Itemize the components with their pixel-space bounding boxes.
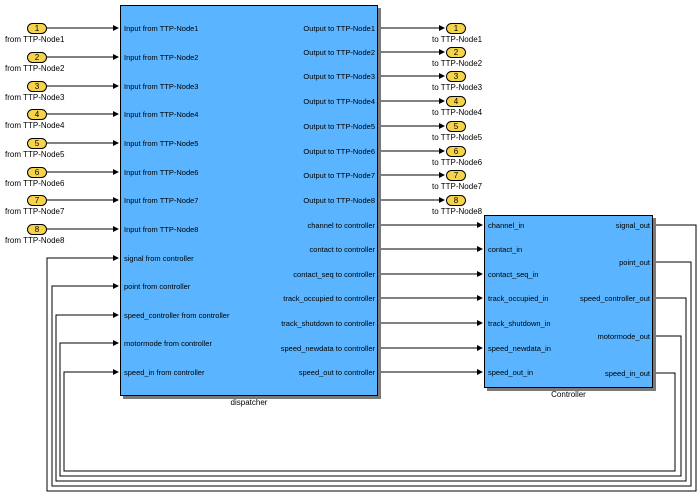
inport-block[interactable]: 7 — [27, 195, 47, 206]
outport-block[interactable]: 5 — [446, 121, 466, 132]
dispatcher-input-label: Input from TTP-Node7 — [124, 196, 199, 205]
outport-label: to TTP-Node7 — [432, 182, 483, 191]
inport-label: from TTP-Node1 — [5, 35, 65, 44]
dispatcher-output-label: contact_seq to controller — [293, 270, 375, 279]
outport-label: to TTP-Node2 — [432, 59, 483, 68]
dispatcher-input-label: Input from TTP-Node8 — [124, 225, 199, 234]
dispatcher-block[interactable] — [120, 5, 378, 396]
dispatcher-input-label: speed_in from controller — [124, 368, 205, 377]
dispatcher-output-label: channel to controller — [307, 221, 375, 230]
outport-label: to TTP-Node3 — [432, 83, 483, 92]
dispatcher-input-label: speed_controller from controller — [124, 311, 230, 320]
inport-label: from TTP-Node3 — [5, 93, 65, 102]
controller-input-label: channel_in — [488, 221, 525, 230]
outport-block[interactable]: 8 — [446, 195, 466, 206]
outport-label: to TTP-Node4 — [432, 108, 483, 117]
dispatcher-input-label: Input from TTP-Node1 — [124, 24, 199, 33]
dispatcher-input-label: Input from TTP-Node5 — [124, 139, 199, 148]
inport-label: from TTP-Node6 — [5, 179, 65, 188]
controller-output-label: speed_controller_out — [579, 294, 650, 303]
dispatcher-output-label: Output to TTP-Node6 — [303, 147, 375, 156]
dispatcher-input-label: motormode from controller — [124, 339, 212, 348]
inport-block[interactable]: 6 — [27, 167, 47, 178]
controller-input-label: contact_seq_in — [488, 270, 539, 279]
controller-input-label: track_shutdown_in — [488, 319, 551, 328]
feedback-wire — [51, 261, 692, 487]
outport-label: to TTP-Node8 — [432, 207, 483, 216]
dispatcher-input-label: point from controller — [124, 282, 191, 291]
controller-name: Controller — [551, 390, 586, 399]
controller-input-label: speed_out_in — [488, 368, 534, 377]
inport-label: from TTP-Node5 — [5, 150, 65, 159]
outport-label: to TTP-Node6 — [432, 158, 483, 167]
dispatcher-output-label: track_occupied to controller — [283, 294, 375, 303]
controller-input-label: track_occupied_in — [488, 294, 549, 303]
feedback-wire — [63, 369, 676, 472]
dispatcher-output-label: Output to TTP-Node8 — [303, 196, 375, 205]
dispatcher-input-label: Input from TTP-Node2 — [124, 53, 199, 62]
controller-input-label: speed_newdata_in — [488, 344, 551, 353]
feedback-wire — [59, 335, 682, 477]
dispatcher-output-label: Output to TTP-Node4 — [303, 97, 375, 106]
inport-label: from TTP-Node7 — [5, 207, 65, 216]
dispatcher-input-label: signal from controller — [124, 254, 194, 263]
controller-output-label: point_out — [619, 258, 650, 267]
dispatcher-output-label: speed_newdata to controller — [280, 344, 375, 353]
outport-block[interactable]: 3 — [446, 71, 466, 82]
dispatcher-input-label: Input from TTP-Node3 — [124, 82, 199, 91]
inport-block[interactable]: 8 — [27, 224, 47, 235]
inport-block[interactable]: 2 — [27, 52, 47, 63]
controller-input-label: contact_in — [488, 245, 523, 254]
dispatcher-output-label: contact to controller — [309, 245, 375, 254]
outport-label: to TTP-Node5 — [432, 133, 483, 142]
controller-output-label: speed_in_out — [604, 369, 650, 378]
inport-block[interactable]: 1 — [27, 23, 47, 34]
dispatcher-input-label: Input from TTP-Node4 — [124, 110, 199, 119]
inport-block[interactable]: 3 — [27, 81, 47, 92]
inport-block[interactable]: 4 — [27, 109, 47, 120]
dispatcher-output-label: Output to TTP-Node1 — [303, 24, 375, 33]
outport-block[interactable]: 7 — [446, 170, 466, 181]
outport-block[interactable]: 1 — [446, 23, 466, 34]
controller-output-label: signal_out — [615, 221, 650, 230]
dispatcher-output-label: track_shutdown to controller — [281, 319, 375, 328]
dispatcher-name: dispatcher — [230, 398, 268, 407]
feedback-wire — [46, 224, 697, 492]
outport-label: to TTP-Node1 — [432, 35, 483, 44]
inport-label: from TTP-Node8 — [5, 236, 65, 245]
inport-label: from TTP-Node2 — [5, 64, 65, 73]
dispatcher-input-label: Input from TTP-Node6 — [124, 168, 199, 177]
dispatcher-output-label: Output to TTP-Node2 — [303, 48, 375, 57]
dispatcher-output-label: speed_out to controller — [298, 368, 375, 377]
outport-block[interactable]: 6 — [446, 146, 466, 157]
dispatcher-output-label: Output to TTP-Node7 — [303, 171, 375, 180]
outport-block[interactable]: 4 — [446, 96, 466, 107]
controller-block[interactable] — [484, 215, 653, 388]
inport-label: from TTP-Node4 — [5, 121, 65, 130]
dispatcher-output-label: Output to TTP-Node3 — [303, 72, 375, 81]
dispatcher-output-label: Output to TTP-Node5 — [303, 122, 375, 131]
outport-block[interactable]: 2 — [446, 47, 466, 58]
controller-output-label: motormode_out — [597, 332, 650, 341]
feedback-wire — [55, 297, 687, 482]
inport-block[interactable]: 5 — [27, 138, 47, 149]
